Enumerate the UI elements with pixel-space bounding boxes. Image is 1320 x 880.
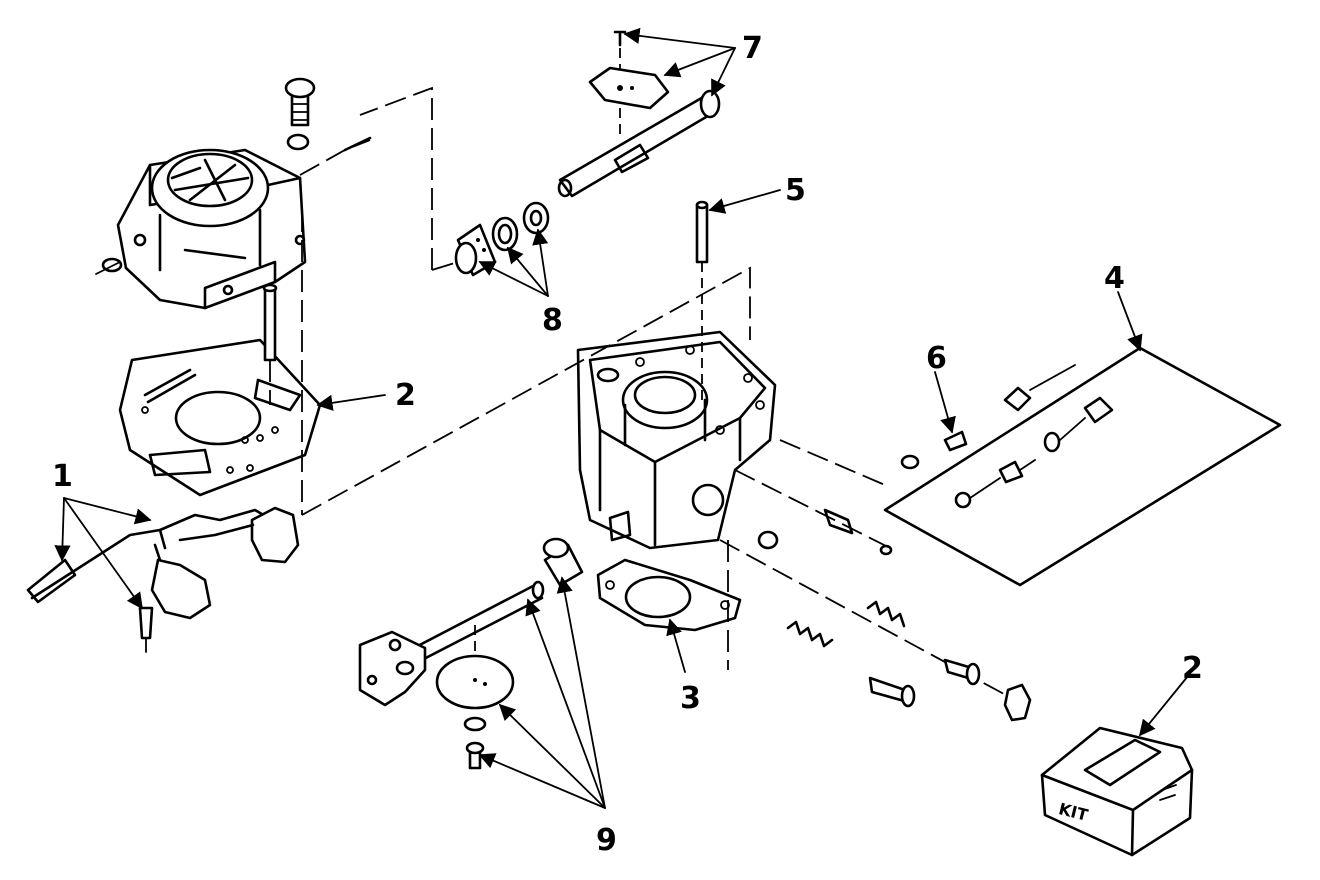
- pivot-pin: [695, 200, 709, 264]
- callout-6: 6: [926, 341, 947, 376]
- lower-carburetor-body: [576, 330, 777, 550]
- throttle-shaft: [408, 580, 545, 664]
- callout-2-kit: 2: [1182, 651, 1203, 686]
- kit-box: KIT: [1040, 726, 1194, 857]
- link-dash-line: [359, 86, 433, 270]
- top-washer: [286, 133, 310, 151]
- mixture-spring: [866, 600, 906, 628]
- throttle-washer: [463, 716, 487, 732]
- callout-7: 7: [742, 31, 763, 66]
- kit-bag: [779, 346, 1282, 587]
- callout-9: 9: [596, 823, 617, 858]
- upper-pin: [343, 136, 372, 152]
- choke-plate: [588, 66, 670, 110]
- limiter-cap: [1003, 683, 1032, 722]
- cover-ring: [522, 201, 550, 235]
- upper-carburetor-body: [116, 148, 307, 310]
- idle-spring: [786, 620, 834, 648]
- choke-shaft: [557, 89, 721, 198]
- callout-4: 4: [1104, 261, 1125, 296]
- float-assembly: [26, 506, 300, 620]
- idle-screw: [868, 676, 916, 708]
- callout-arrows: [54, 27, 1189, 809]
- throttle-bushing: [542, 537, 584, 587]
- top-screw: [284, 77, 316, 127]
- accel-washer: [757, 530, 779, 550]
- callout-2-gasket: 2: [395, 378, 416, 413]
- callout-8: 8: [542, 303, 563, 338]
- needle-valve: [138, 606, 154, 653]
- throttle-lever: [358, 630, 427, 707]
- fitting-dash-line: [734, 469, 891, 549]
- gasket-pin: [262, 283, 278, 362]
- callout-3: 3: [680, 681, 701, 716]
- gasket: [118, 338, 322, 497]
- small-screw: [613, 30, 627, 47]
- gasket-ring: [491, 216, 519, 252]
- kit-bag-parts: [900, 364, 1114, 509]
- base-gasket: [596, 558, 742, 632]
- callout-5: 5: [785, 173, 806, 208]
- housing-dash-line: [431, 261, 459, 271]
- throttle-plate: [435, 654, 515, 710]
- side-washer: [95, 257, 123, 275]
- mixture-screw: [943, 658, 981, 686]
- reference-dash-line: [301, 266, 751, 516]
- upper-dash-line: [299, 139, 371, 176]
- callout-1: 1: [52, 459, 73, 494]
